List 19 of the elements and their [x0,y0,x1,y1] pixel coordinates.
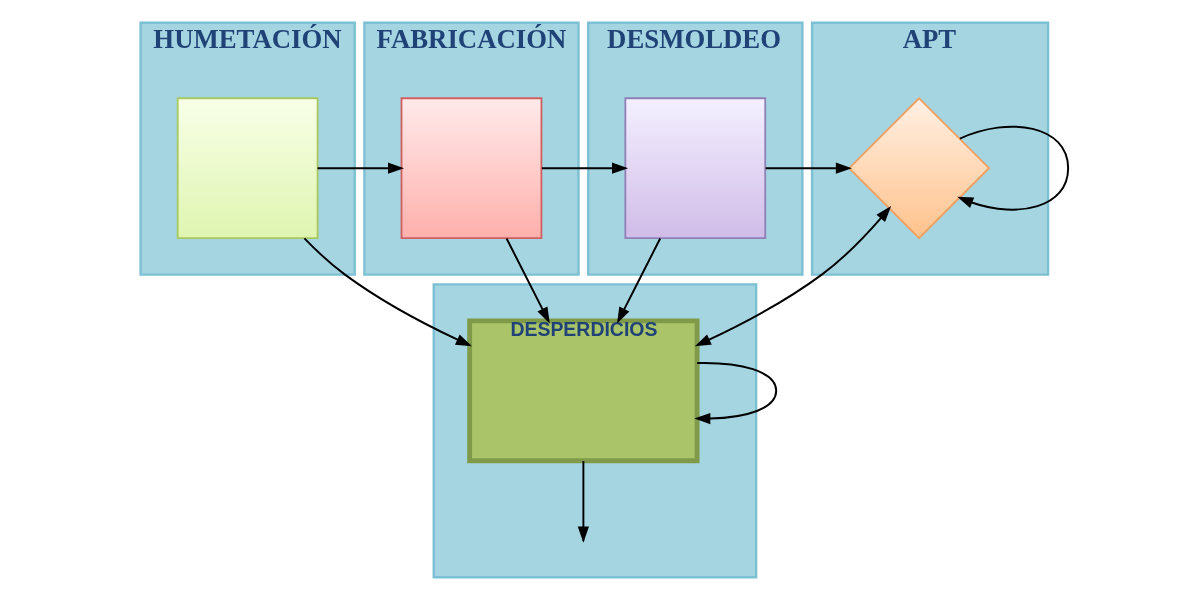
arrow [693,362,777,425]
arrow [505,237,550,324]
node-box: DESPERDICIOS [466,318,700,464]
node-box [400,97,542,240]
cluster: FABRICACIÓN [362,21,580,276]
cluster: DESMOLDEO [586,21,804,276]
arrow [616,237,661,324]
node-box [176,97,318,240]
arrow [302,237,472,347]
cluster [432,283,757,579]
arrow [694,206,891,347]
cluster: APT [810,21,1049,276]
arrow [956,125,1069,211]
arrow [540,162,628,174]
arrow [764,162,852,174]
arrow [316,162,404,174]
cluster: HUMETACIÓN [138,21,356,276]
node-box [623,97,766,240]
node-diamond [847,96,990,240]
